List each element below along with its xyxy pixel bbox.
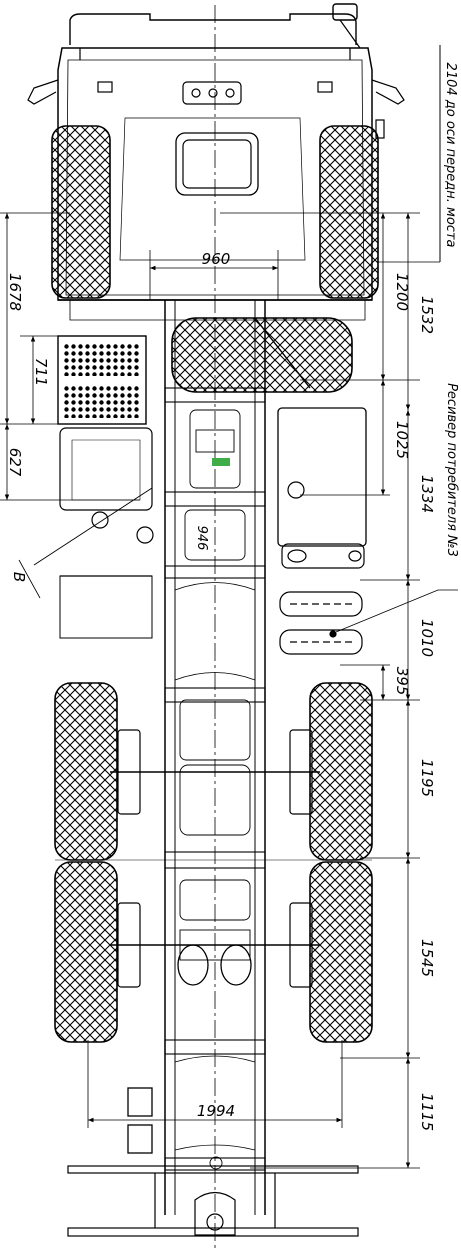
frame-rails (164, 300, 266, 1215)
dim-711: 711 (32, 358, 50, 387)
dim-1010: 1010 (418, 619, 436, 657)
receiver-note: Ресивер потребителя №3 (444, 383, 459, 557)
callout-b-label: В (10, 572, 28, 582)
front-wheel-right (319, 125, 379, 299)
dim-1678: 1678 (6, 273, 24, 311)
dim-1195: 1195 (418, 759, 436, 797)
dim-1025: 1025 (393, 421, 411, 459)
dim-1115: 1115 (418, 1093, 436, 1131)
rear-wheel-2-right (309, 861, 373, 1043)
left-tank (59, 427, 154, 639)
drivetrain (177, 409, 252, 1170)
right-tank (277, 407, 367, 569)
dimension-labels: 1200 1532 1025 1334 1010 395 1195 1545 1… (6, 63, 459, 1132)
dim-960: 960 (202, 250, 231, 268)
rear-wheel-2-left (54, 861, 118, 1043)
dim-1200: 1200 (393, 273, 411, 311)
front-wheel-left (51, 125, 111, 299)
air-receivers (279, 591, 363, 655)
mirror-left (27, 79, 59, 105)
rear-wheel-1-right (309, 682, 373, 861)
mirror-right (332, 3, 405, 105)
cross-members (164, 387, 266, 1171)
battery-box (57, 335, 147, 425)
spare-wheel (171, 317, 353, 393)
front-axle-note: 2104 до оси передн. моста (443, 63, 458, 248)
rear-bumper (67, 1165, 359, 1237)
dim-946: 946 (194, 526, 209, 551)
dim-627: 627 (6, 448, 24, 477)
dim-1994: 1994 (197, 1102, 235, 1120)
dimension-lines (0, 45, 458, 1169)
rear-lights (127, 1087, 153, 1154)
dim-395: 395 (393, 667, 411, 696)
step-light (375, 119, 385, 139)
rear-wheel-1-left (54, 682, 118, 861)
dim-1545: 1545 (418, 939, 436, 977)
dim-1334: 1334 (418, 475, 436, 513)
dim-1532: 1532 (418, 296, 436, 334)
